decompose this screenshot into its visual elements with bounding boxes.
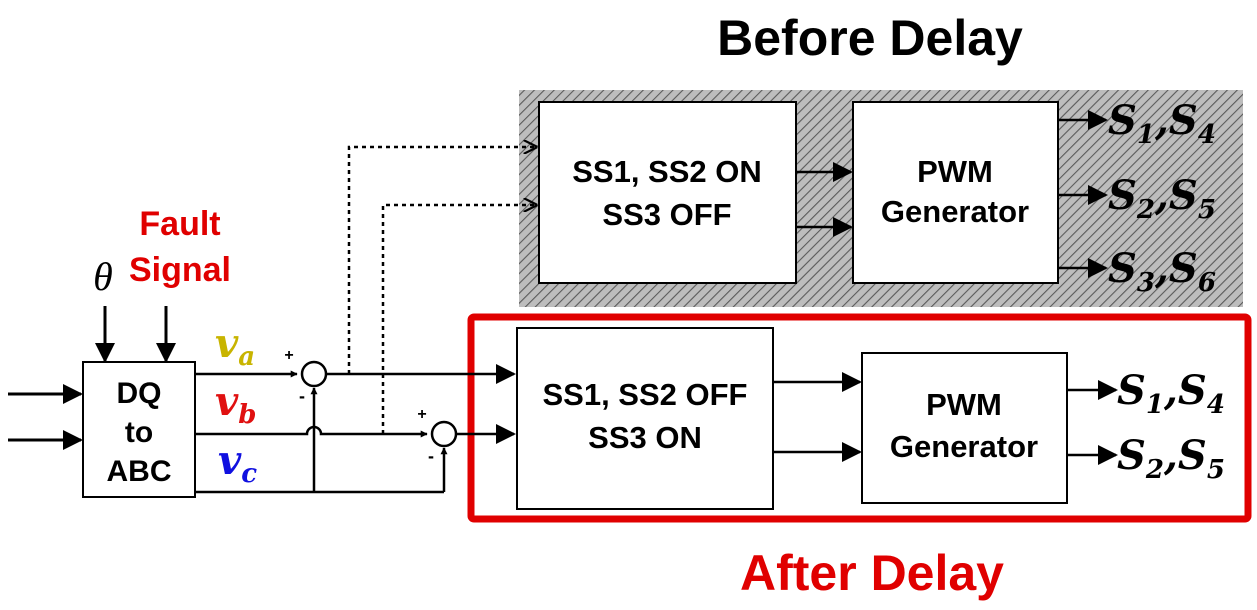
after-pwm-line2: Generator <box>890 429 1038 464</box>
before-ss-line1: SS1, SS2 ON <box>572 154 762 189</box>
phase-vb-sub: b <box>238 400 256 430</box>
phase-vb-label: vb <box>215 378 256 430</box>
fault-signal-label-line1: Fault <box>139 205 220 243</box>
phase-va-label: va <box>215 320 255 372</box>
phase-vc-label: vc <box>218 437 257 489</box>
before-ss-block <box>538 101 797 284</box>
before-output-s3-s6: S3,S6 <box>1108 245 1216 298</box>
summer-2-minus: - <box>428 446 434 466</box>
phase-vc-sub: c <box>241 459 257 489</box>
before-pwm-line1: PWM <box>917 154 993 189</box>
after-ss-line1: SS1, SS2 OFF <box>542 377 747 412</box>
theta-label: θ <box>93 254 113 299</box>
after-output-s1-s4: S1,S4 <box>1117 367 1225 420</box>
after-output-s2-s5: S2,S5 <box>1117 432 1225 485</box>
phase-va-base: v <box>215 320 239 367</box>
after-delay-title: After Delay <box>740 545 1004 601</box>
phase-vc-base: v <box>218 437 242 484</box>
fault-signal-label-line2: Signal <box>129 251 231 289</box>
summer-2 <box>430 420 458 448</box>
before-ss-line2: SS3 OFF <box>602 197 731 232</box>
before-pwm-line2: Generator <box>881 194 1029 229</box>
dotted-path-2 <box>381 205 536 434</box>
after-ss-line2: SS3 ON <box>588 420 702 455</box>
before-pwm-block <box>852 101 1059 284</box>
before-delay-title: Before Delay <box>717 10 1023 66</box>
abc-label: ABC <box>107 455 172 488</box>
to-label: to <box>125 416 153 449</box>
before-output-s1-s4: S1,S4 <box>1108 97 1216 150</box>
phase-va-sub: a <box>238 342 255 372</box>
before-output-s2-s5: S2,S5 <box>1108 172 1216 225</box>
summer-1 <box>300 360 328 388</box>
summer-2-plus: + <box>417 406 426 423</box>
after-delay-frame <box>467 313 1252 523</box>
dq-to-abc-block <box>82 361 196 498</box>
after-pwm-line1: PWM <box>926 387 1002 422</box>
phase-vb-base: v <box>215 378 239 425</box>
after-pwm-block <box>861 352 1068 504</box>
summer-1-minus: - <box>299 386 305 406</box>
dq-label: DQ <box>117 377 162 410</box>
summer-1-plus: + <box>284 347 293 364</box>
dotted-path-1 <box>347 147 536 374</box>
after-ss-block <box>516 327 774 510</box>
vb-line <box>195 425 428 438</box>
